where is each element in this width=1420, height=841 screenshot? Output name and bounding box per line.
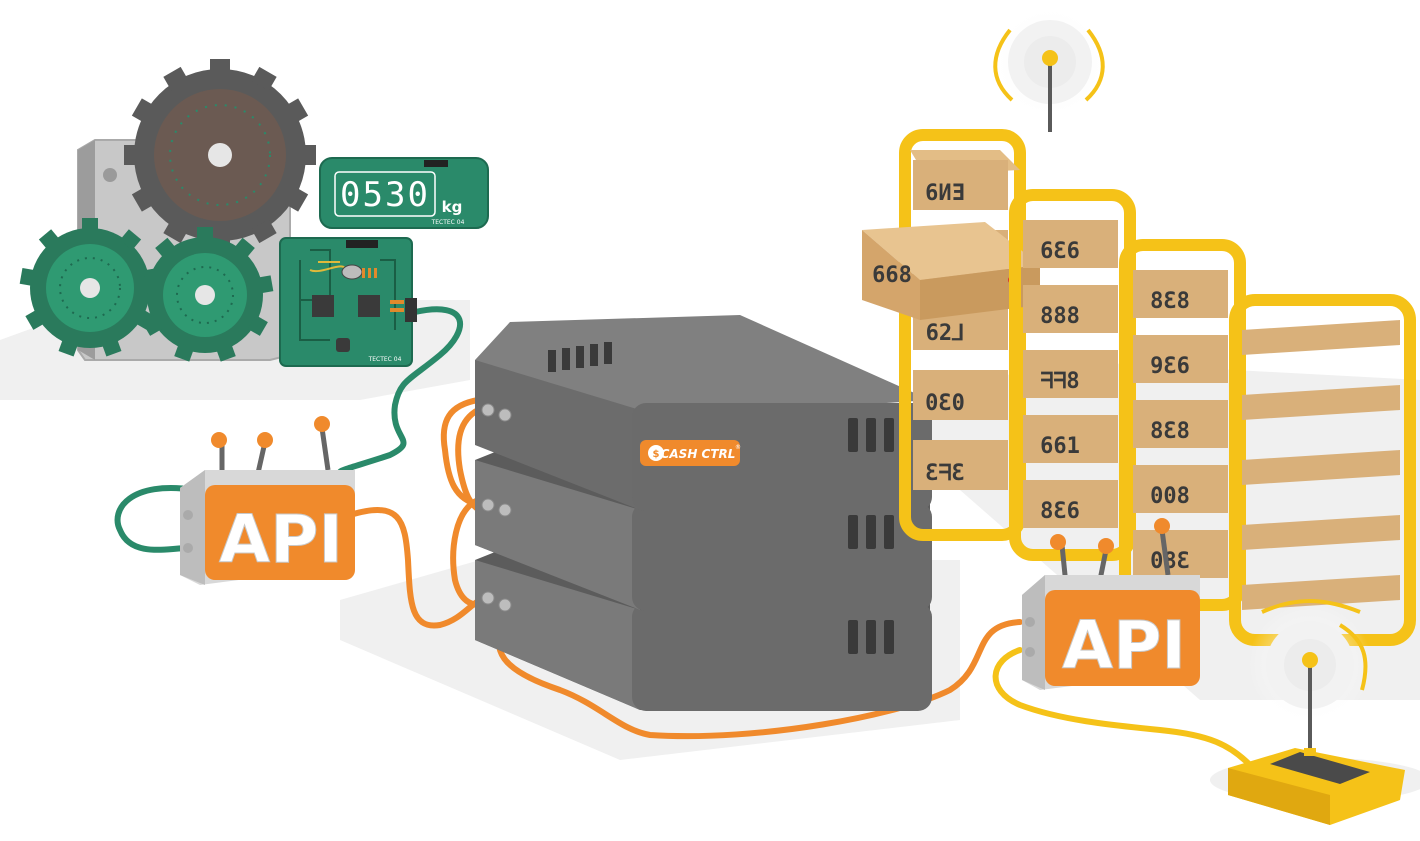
orange-cable-server-top-1 <box>440 397 483 508</box>
crate-label: 08Ɛ <box>1150 549 1190 574</box>
base-station <box>1228 599 1405 825</box>
crate-label: 8Ɛ8 <box>1150 289 1190 314</box>
green-gear-left <box>19 218 161 357</box>
machine <box>19 59 316 362</box>
crate-label: 661 <box>1040 434 1080 459</box>
crate-label: 0Ɛ0 <box>925 391 965 416</box>
api-box-right: API <box>1022 518 1200 690</box>
server-trademark: ® <box>735 444 741 451</box>
crate-label: 008 <box>1150 484 1190 509</box>
server-unit-1: $ CASH CTRL ® <box>475 315 932 511</box>
orange-cable-server-to-right-api <box>495 617 1023 740</box>
api-right-label: API <box>1062 607 1186 684</box>
server-stack: $ CASH CTRL ® <box>475 315 932 711</box>
crate-label: ᖷᖷ8 <box>1040 369 1079 394</box>
scale-reading: 0530 <box>340 175 430 215</box>
scale-display: 0530 kg TECTEC 04 <box>319 157 489 229</box>
crate-label: 888 <box>1040 304 1080 329</box>
orange-cable-server-mid <box>450 497 483 608</box>
crate-label: 8Ɛ6 <box>1040 499 1080 524</box>
crate-label: 62⅃ <box>926 321 965 346</box>
server-vent <box>548 342 612 372</box>
crate-label: 6ИƎ <box>925 181 965 206</box>
green-cable-api-loop <box>114 485 198 553</box>
api-left-label: API <box>219 501 343 578</box>
server-ports <box>481 403 512 612</box>
api-box-left: API <box>180 416 355 585</box>
yellow-cable-api-to-station <box>992 647 1253 768</box>
shelf-column-3: 8Ɛ8 9Ɛ6 8Ɛ8 008 08Ɛ <box>1119 239 1246 611</box>
shelf-column-4 <box>1229 294 1416 646</box>
orange-cable-api-to-server <box>347 507 483 629</box>
cashctrl-logo: $ CASH CTRL ® <box>640 440 741 466</box>
cables <box>114 306 1253 768</box>
shelf-column-2: 6Ɛ6 888 ᖷᖷ8 661 8Ɛ6 <box>1009 189 1136 561</box>
pcb-board: TECTEC 04 <box>279 237 417 367</box>
server-brand: CASH CTRL <box>661 447 736 461</box>
shelf-column-1: 6ИƎ 62⅃ 0Ɛ0 ƐᖷƐ <box>899 129 1026 541</box>
svg-text:$: $ <box>653 449 660 460</box>
green-cable-pcb-to-api <box>337 306 464 475</box>
shelf-antenna <box>992 4 1108 132</box>
scale-tag: TECTEC 04 <box>431 219 465 226</box>
crate-label: ƐᖷƐ <box>925 461 965 486</box>
crate-label: 668 <box>872 263 912 288</box>
green-gear-right <box>136 227 274 362</box>
pcb-tag: TECTEC 04 <box>368 356 402 363</box>
crate-label: 8Ɛ8 <box>1150 419 1190 444</box>
large-gear <box>124 59 316 251</box>
scale-unit: kg <box>442 198 463 216</box>
crate-label: 6Ɛ6 <box>1040 239 1080 264</box>
crate-label: 9Ɛ6 <box>1150 354 1190 379</box>
